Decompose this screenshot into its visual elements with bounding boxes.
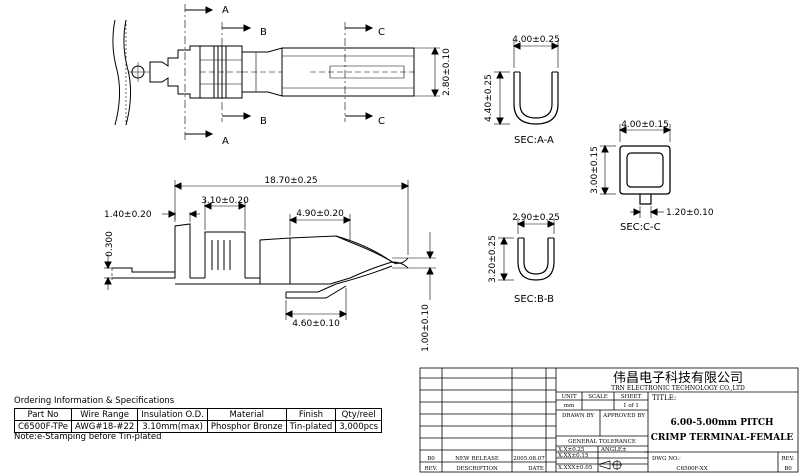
dim-contact-length: 4.90±0.20 bbox=[296, 209, 344, 219]
section-aa bbox=[494, 40, 560, 126]
sheet-value: 1 of 1 bbox=[623, 403, 639, 409]
cell-finish: Tin-plated bbox=[285, 420, 337, 433]
contact-slot bbox=[329, 65, 405, 79]
spec-header-row: Part No Wire Range Insulation O.D. Mater… bbox=[14, 408, 383, 421]
section-bb bbox=[498, 218, 556, 282]
label-c-bottom: C bbox=[378, 116, 385, 127]
company-name-en: TRN ELECTRONIC TECHNOLOGY CO.,LTD bbox=[611, 385, 745, 392]
tolerance-xxx: X.XXX±0.05 bbox=[558, 465, 593, 471]
dim-aa-width: 4.00±0.25 bbox=[512, 35, 560, 45]
dim-bb-height: 3.20±0.25 bbox=[488, 235, 498, 283]
section-bb-title: SEC:B-B bbox=[514, 294, 554, 305]
angle-label: ANGLE± bbox=[600, 447, 627, 453]
cell-qty-reel: 3,000pcs bbox=[335, 420, 383, 433]
rev-row-value: B0 bbox=[427, 456, 435, 462]
dim-cc-tab: 1.20±0.10 bbox=[666, 208, 714, 218]
strip-break-right bbox=[123, 19, 132, 126]
dim-bb-width: 2.90±0.25 bbox=[512, 213, 560, 223]
table-row: C6500F-TPe AWG#18-#22 3.10mm(max) Phosph… bbox=[14, 420, 383, 433]
title-line-2: CRIMP TERMINAL-FEMALE bbox=[651, 433, 794, 443]
header-insulation-od: Insulation O.D. bbox=[137, 408, 208, 421]
dim-cc-height: 3.00±0.15 bbox=[590, 146, 600, 194]
date-header: DATE bbox=[528, 466, 544, 472]
cell-insulation-od: 3.10mm(max) bbox=[137, 420, 208, 433]
label-a-bottom: A bbox=[222, 136, 229, 147]
cell-part-no: C6500F-TPe bbox=[14, 420, 72, 433]
approved-by-label: APPROVED BY bbox=[602, 413, 645, 419]
tolerance-x: X.X±0.25 bbox=[558, 447, 585, 453]
drawn-by-label: DRAWN BY bbox=[562, 413, 594, 419]
label-b-top: B bbox=[260, 27, 267, 38]
release-date: 2005.08.07 bbox=[513, 456, 545, 462]
dim-insulation-crimp: 3.10±0.20 bbox=[201, 196, 249, 206]
rev-value: B0 bbox=[784, 466, 792, 472]
new-release-text: NEW RELEASE bbox=[455, 456, 499, 462]
general-tolerance-label: GENERAL TOLERANCE bbox=[568, 439, 636, 445]
title-line-1: 6.00-5.00mm PITCH bbox=[670, 418, 774, 428]
ordering-note: Note:e-Stamping before Tin-plated bbox=[14, 432, 162, 442]
dim-thickness: 0.300 bbox=[105, 231, 115, 257]
dim-lower-length: 4.60±0.10 bbox=[292, 319, 340, 329]
tab-outline bbox=[149, 45, 201, 99]
unit-label: UNIT bbox=[561, 394, 577, 400]
header-part-no: Part No bbox=[14, 408, 72, 421]
cell-material: Phosphor Bronze bbox=[206, 420, 287, 433]
header-wire-range: Wire Range bbox=[70, 408, 139, 421]
header-finish: Finish bbox=[285, 408, 337, 421]
cell-wire-range: AWG#18-#22 bbox=[70, 420, 139, 433]
dim-aa-height: 4.40±0.25 bbox=[484, 74, 494, 122]
header-qty-reel: Qty/reel bbox=[335, 408, 383, 421]
title-label: TITLE: bbox=[652, 394, 676, 402]
title-block bbox=[419, 367, 799, 473]
company-name-cn: 伟昌电子科技有限公司 bbox=[613, 371, 743, 386]
top-view bbox=[112, 4, 440, 140]
label-b-bottom: B bbox=[260, 116, 267, 127]
label-c-top: C bbox=[378, 27, 385, 38]
label-a-top: A bbox=[222, 5, 229, 16]
dwg-no-value: C6500F-XX bbox=[676, 466, 707, 472]
dim-right-vertical: 1.00±0.10 bbox=[421, 304, 431, 352]
section-cc-title: SEC:C-C bbox=[620, 222, 661, 233]
dim-flange: 1.40±0.20 bbox=[104, 210, 152, 220]
tolerance-xx: X.XX±0.15 bbox=[558, 453, 589, 459]
spec-table: Part No Wire Range Insulation O.D. Mater… bbox=[14, 408, 383, 433]
section-aa-title: SEC:A-A bbox=[514, 135, 554, 146]
description-header: DESCRIPTION bbox=[456, 466, 498, 472]
dim-height-280: 2.80±0.10 bbox=[442, 48, 452, 96]
dim-cc-width: 4.00±0.15 bbox=[621, 120, 669, 130]
rev-label: REV. bbox=[782, 456, 795, 462]
header-material: Material bbox=[206, 408, 287, 421]
dim-overall-length: 18.70±0.25 bbox=[264, 176, 317, 186]
ordering-title: Ordering Information & Specifications bbox=[14, 396, 175, 406]
dwg-no-label: DWG NO.: bbox=[652, 456, 681, 462]
strip-break-left bbox=[112, 19, 121, 126]
sheet-label: SHEET bbox=[621, 394, 642, 400]
scale-label: SCALE bbox=[588, 394, 608, 400]
unit-value: mm bbox=[564, 403, 575, 409]
side-view bbox=[104, 180, 436, 320]
rev-header: REV. bbox=[425, 466, 438, 472]
section-cc bbox=[600, 124, 672, 218]
